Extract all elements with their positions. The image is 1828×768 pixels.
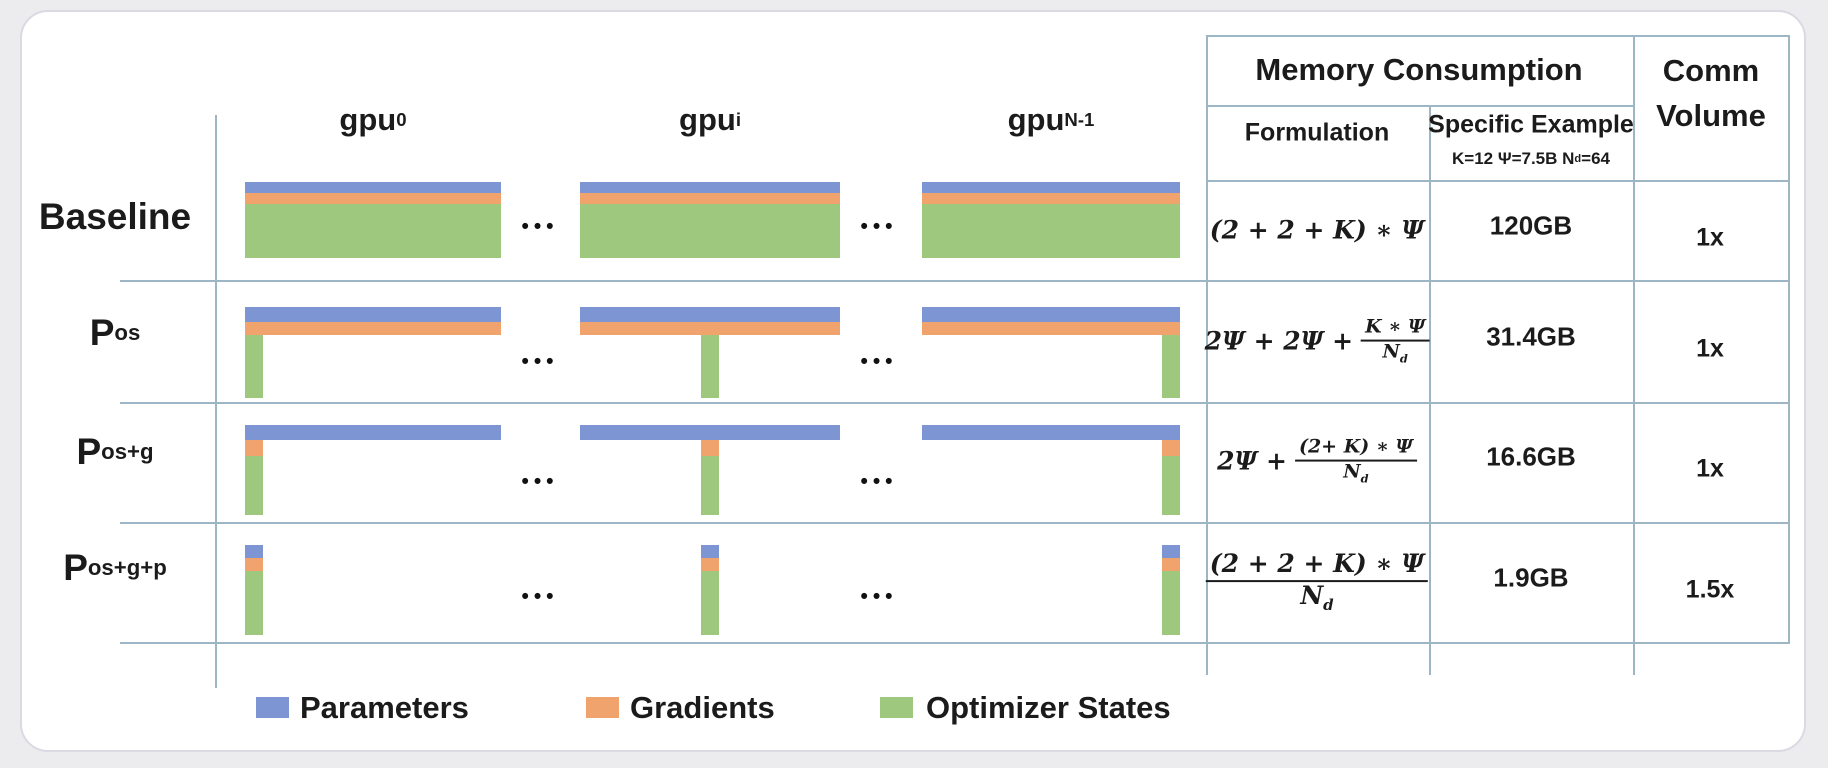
optimizer-states-legend-label: Optimizer States xyxy=(926,690,1171,725)
grid-vline-0 xyxy=(215,115,217,688)
gradients-bar-row2-gpu1 xyxy=(701,440,719,456)
optimizer-states-legend-swatch xyxy=(880,697,913,718)
grid-vline-4 xyxy=(1788,35,1790,644)
grid-hline-6 xyxy=(1206,180,1788,182)
gradients-bar-row1-gpu2 xyxy=(922,322,1180,335)
formulation-cell-0: (2 + 2 + K) ∗ Ψ xyxy=(1209,215,1425,245)
example-conditions-post: =64 xyxy=(1581,149,1611,168)
ellipsis-row2-gap1: ••• xyxy=(860,470,898,493)
grid-hline-5 xyxy=(1206,105,1633,107)
ellipsis-row2-gap0: ••• xyxy=(521,470,559,493)
grid-hline-4 xyxy=(1206,35,1788,37)
memory-consumption-header: Memory Consumption xyxy=(1255,52,1583,87)
ellipsis-row3-gap1: ••• xyxy=(860,585,898,608)
optimizer_states-bar-row3-gpu1 xyxy=(701,571,719,635)
gradients-bar-row3-gpu1 xyxy=(701,558,719,571)
specific-example-value-2: 16.6GB xyxy=(1486,441,1576,472)
grid-hline-1 xyxy=(120,402,1788,404)
parameters-bar-row2-gpu2 xyxy=(922,425,1180,440)
gradients-bar-row2-gpu0 xyxy=(245,440,263,456)
formulation-header: Formulation xyxy=(1244,118,1390,147)
ellipsis-row1-gap0: ••• xyxy=(521,350,559,373)
parameters-bar-row1-gpu2 xyxy=(922,307,1180,322)
grid-vline-1 xyxy=(1206,35,1208,675)
optimizer_states-bar-row2-gpu1 xyxy=(701,456,719,515)
optimizer_states-bar-row0-gpu0 xyxy=(245,204,501,258)
optimizer_states-bar-row1-gpu0 xyxy=(245,335,263,398)
parameters-bar-row3-gpu0 xyxy=(245,545,263,558)
grid-hline-0 xyxy=(120,280,1788,282)
parameters-bar-row1-gpu0 xyxy=(245,307,501,322)
gradients-bar-row1-gpu1 xyxy=(580,322,840,335)
parameters-bar-row2-gpu1 xyxy=(580,425,840,440)
specific-example-value-0: 120GB xyxy=(1489,210,1573,241)
specific-example-value-1: 31.4GB xyxy=(1486,321,1576,352)
example-conditions-sub: d xyxy=(1574,153,1582,165)
gradients-bar-row2-gpu2 xyxy=(1162,440,1180,456)
parameters-bar-row2-gpu0 xyxy=(245,425,501,440)
optimizer_states-bar-row3-gpu2 xyxy=(1162,571,1180,635)
optimizer_states-bar-row2-gpu0 xyxy=(245,456,263,515)
grid-vline-3 xyxy=(1633,35,1635,675)
row-label-baseline: Baseline xyxy=(38,196,192,237)
comm-volume-value-2: 1x xyxy=(1696,454,1724,483)
optimizer_states-bar-row0-gpu2 xyxy=(922,204,1180,258)
gradients-bar-row1-gpu0 xyxy=(245,322,501,335)
optimizer_states-bar-row0-gpu1 xyxy=(580,204,840,258)
gradients-legend-label: Gradients xyxy=(630,690,775,725)
ellipsis-row0-gap1: ••• xyxy=(860,215,898,238)
comm-volume-value-0: 1x xyxy=(1696,223,1724,252)
parameters-legend-swatch xyxy=(256,697,289,718)
example-conditions-pre: K=12 Ψ=7.5B N xyxy=(1451,149,1575,168)
parameters-bar-row0-gpu1 xyxy=(580,182,840,193)
optimizer_states-bar-row2-gpu2 xyxy=(1162,456,1180,515)
optimizer_states-bar-row1-gpu2 xyxy=(1162,335,1180,398)
parameters-bar-row0-gpu0 xyxy=(245,182,501,193)
grid-vline-2 xyxy=(1429,105,1431,675)
parameters-legend-label: Parameters xyxy=(300,690,469,725)
specific-example-header: Specific Example xyxy=(1428,110,1634,139)
gradients-bar-row3-gpu2 xyxy=(1162,558,1180,571)
ellipsis-row3-gap0: ••• xyxy=(521,585,559,608)
optimizer_states-bar-row1-gpu1 xyxy=(701,335,719,398)
specific-example-value-3: 1.9GB xyxy=(1493,562,1569,593)
gradients-bar-row0-gpu1 xyxy=(580,193,840,204)
gradients-bar-row0-gpu0 xyxy=(245,193,501,204)
ellipsis-row0-gap0: ••• xyxy=(521,215,559,238)
gradients-bar-row3-gpu0 xyxy=(245,558,263,571)
parameters-bar-row3-gpu1 xyxy=(701,545,719,558)
comm-volume-value-1: 1x xyxy=(1696,334,1724,363)
parameters-bar-row1-gpu1 xyxy=(580,307,840,322)
comm-volume-header: Comm Volume xyxy=(1656,53,1766,133)
grid-hline-3 xyxy=(120,642,1788,644)
comm-volume-value-3: 1.5x xyxy=(1685,575,1735,604)
gradients-bar-row0-gpu2 xyxy=(922,193,1180,204)
parameters-bar-row0-gpu2 xyxy=(922,182,1180,193)
parameters-bar-row3-gpu2 xyxy=(1162,545,1180,558)
figure-card xyxy=(20,10,1806,752)
gradients-legend-swatch xyxy=(586,697,619,718)
ellipsis-row1-gap1: ••• xyxy=(860,350,898,373)
optimizer_states-bar-row3-gpu0 xyxy=(245,571,263,635)
grid-hline-2 xyxy=(120,522,1788,524)
